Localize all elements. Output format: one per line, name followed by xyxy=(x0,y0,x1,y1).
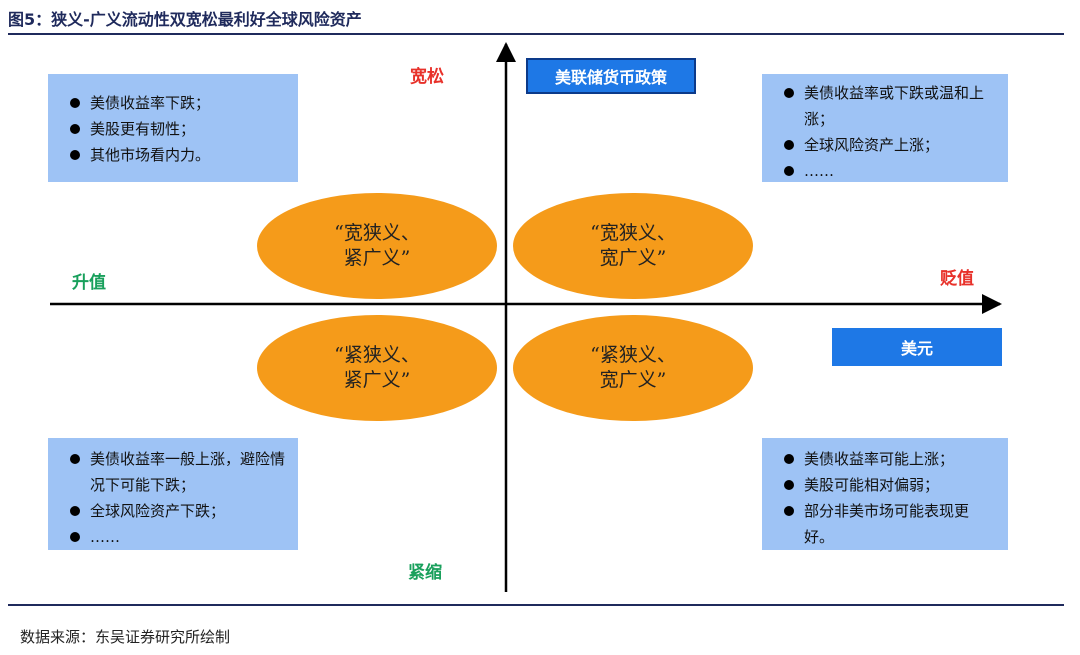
ellipse-top-left: “宽狭义、 紧广义” xyxy=(257,193,497,299)
figure-title: 图5：狭义-广义流动性双宽松最利好全球风险资产 xyxy=(8,10,362,29)
axis-label-left: 升值 xyxy=(72,273,106,293)
list-item: 美债收益率或下跌或温和上涨； xyxy=(784,80,998,132)
bottom-rule xyxy=(8,604,1064,606)
axes-diagram xyxy=(50,42,1002,592)
list-item: 全球风险资产下跌； xyxy=(70,498,288,524)
ellipse-label: “宽狭义、 宽广义” xyxy=(590,222,676,269)
list-item: 美债收益率下跌； xyxy=(70,90,288,116)
quadrant-box-bottom-left: 美债收益率一般上涨，避险情况下可能下跌； 全球风险资产下跌； …… xyxy=(48,438,298,550)
ellipse-label: “宽狭义、 紧广义” xyxy=(334,222,420,269)
ellipse-top-right: “宽狭义、 宽广义” xyxy=(513,193,753,299)
list-item: 美债收益率一般上涨，避险情况下可能下跌； xyxy=(70,446,288,498)
vertical-axis-name-box: 美联储货币政策 xyxy=(526,58,696,94)
ellipse-label: “紧狭义、 宽广义” xyxy=(590,344,676,391)
axis-label-bottom: 紧缩 xyxy=(408,563,442,583)
list-item: 部分非美市场可能表现更好。 xyxy=(784,498,998,550)
axis-label-top: 宽松 xyxy=(410,67,444,87)
list-item: 美股可能相对偏弱； xyxy=(784,472,998,498)
ellipse-bottom-right: “紧狭义、 宽广义” xyxy=(513,315,753,421)
ellipse-label: “紧狭义、 紧广义” xyxy=(334,344,420,391)
list-item: …… xyxy=(70,524,288,550)
list-item: 美股更有韧性； xyxy=(70,116,288,142)
source-note: 数据来源：东吴证券研究所绘制 xyxy=(20,628,231,646)
list-item: …… xyxy=(784,158,998,184)
list-item: 其他市场看内力。 xyxy=(70,142,288,168)
horizontal-axis-name-box: 美元 xyxy=(832,328,1002,366)
ellipse-bottom-left: “紧狭义、 紧广义” xyxy=(257,315,497,421)
axis-label-right: 贬值 xyxy=(940,269,974,289)
top-rule xyxy=(8,33,1064,35)
list-item: 全球风险资产上涨； xyxy=(784,132,998,158)
quadrant-box-bottom-right: 美债收益率可能上涨； 美股可能相对偏弱； 部分非美市场可能表现更好。 xyxy=(762,438,1008,550)
quadrant-box-top-right: 美债收益率或下跌或温和上涨； 全球风险资产上涨； …… xyxy=(762,74,1008,182)
quadrant-box-top-left: 美债收益率下跌； 美股更有韧性； 其他市场看内力。 xyxy=(48,74,298,182)
list-item: 美债收益率可能上涨； xyxy=(784,446,998,472)
